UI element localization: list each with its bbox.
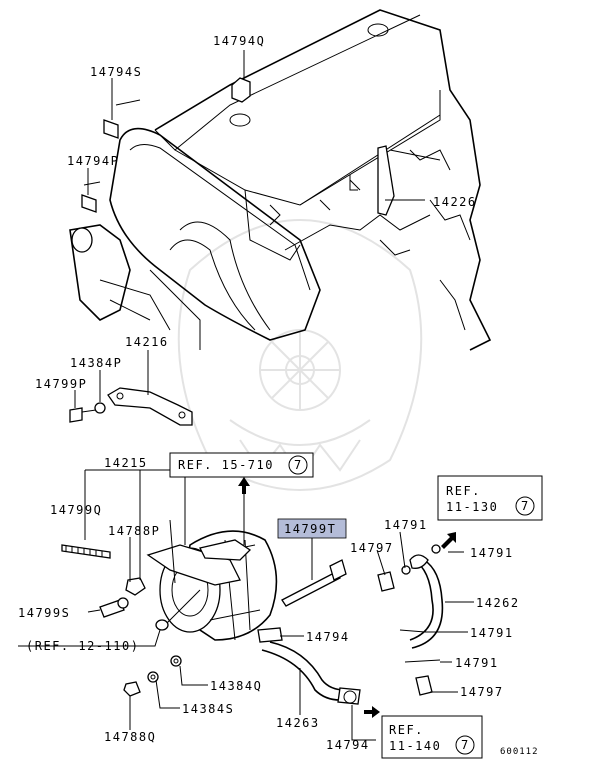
bolt-14799t [281,559,347,607]
diagram-code: 600112 [500,747,539,757]
label-14791-d: 14791 [455,656,499,670]
nut-14788q [123,681,141,697]
ref-num-15-710: 7 [294,458,303,472]
ref-num-11-130: 7 [521,499,530,513]
label-14794: 14794 [306,630,350,644]
label-14226: 14226 [433,195,477,209]
label-14794s: 14794S [90,65,142,79]
ref-label-12-110: (REF. 12-110) [26,639,139,653]
label-14794-b: 14794 [326,738,370,752]
clamp-14794 [257,627,283,643]
bolt-14797b [415,675,433,696]
ref-label-15-710: REF. 15-710 [178,458,274,472]
ref-circle-15-710 [288,455,308,475]
washer-14384s [147,671,159,683]
bolt-14797a [377,571,395,592]
washer-14384q [170,655,182,667]
label-14799p: 14799P [35,377,87,391]
label-14797-b: 14797 [460,685,504,699]
nut-14788p [125,577,146,596]
bolt-14799s [99,597,129,618]
label-14791-c: 14791 [470,626,514,640]
label-14263: 14263 [276,716,320,730]
label-14216: 14216 [125,335,169,349]
leader-lines [18,50,474,741]
ref-label-11-140-line2: 11-140 [389,739,441,753]
arrow-diagonal-icon [441,532,456,549]
hose-14263 [261,641,361,705]
engine-block [154,9,492,351]
label-14384p: 14384P [70,356,122,370]
label-14791-b: 14791 [470,546,514,560]
ref-num-11-140: 7 [461,738,470,752]
label-14384s: 14384S [182,702,234,716]
ref-circle-11-140 [455,735,475,755]
hose-14262 [399,544,444,663]
label-14797-a: 14797 [350,541,394,555]
ref-label-11-130-line2: 11-130 [446,500,498,514]
label-14788q: 14788Q [104,730,156,744]
label-14799q: 14799Q [50,503,102,517]
label-14788p: 14788P [108,524,160,538]
ref-circle-11-130 [515,496,535,516]
label-14794p: 14794P [67,154,119,168]
bracket-14794p [81,170,101,213]
bracket-14794q [231,55,251,103]
label-14215: 14215 [104,456,148,470]
alternator [146,519,278,641]
label-14262: 14262 [476,596,520,610]
arrow-right-icon [364,706,380,718]
label-14799t: 14799T [284,522,336,536]
timing-cover [69,127,321,350]
arrow-up-icon [238,477,250,494]
label-14799s: 14799S [18,606,70,620]
label-14384q: 14384Q [210,679,262,693]
ref-label-11-130-line1: REF. [446,484,481,498]
bracket-14226 [377,145,441,216]
highlight-14799t [277,518,347,539]
ref-label-11-140-line1: REF. [389,723,424,737]
label-14794q: 14794Q [213,34,265,48]
bolt-14799q [61,544,111,559]
label-14791-a: 14791 [384,518,428,532]
